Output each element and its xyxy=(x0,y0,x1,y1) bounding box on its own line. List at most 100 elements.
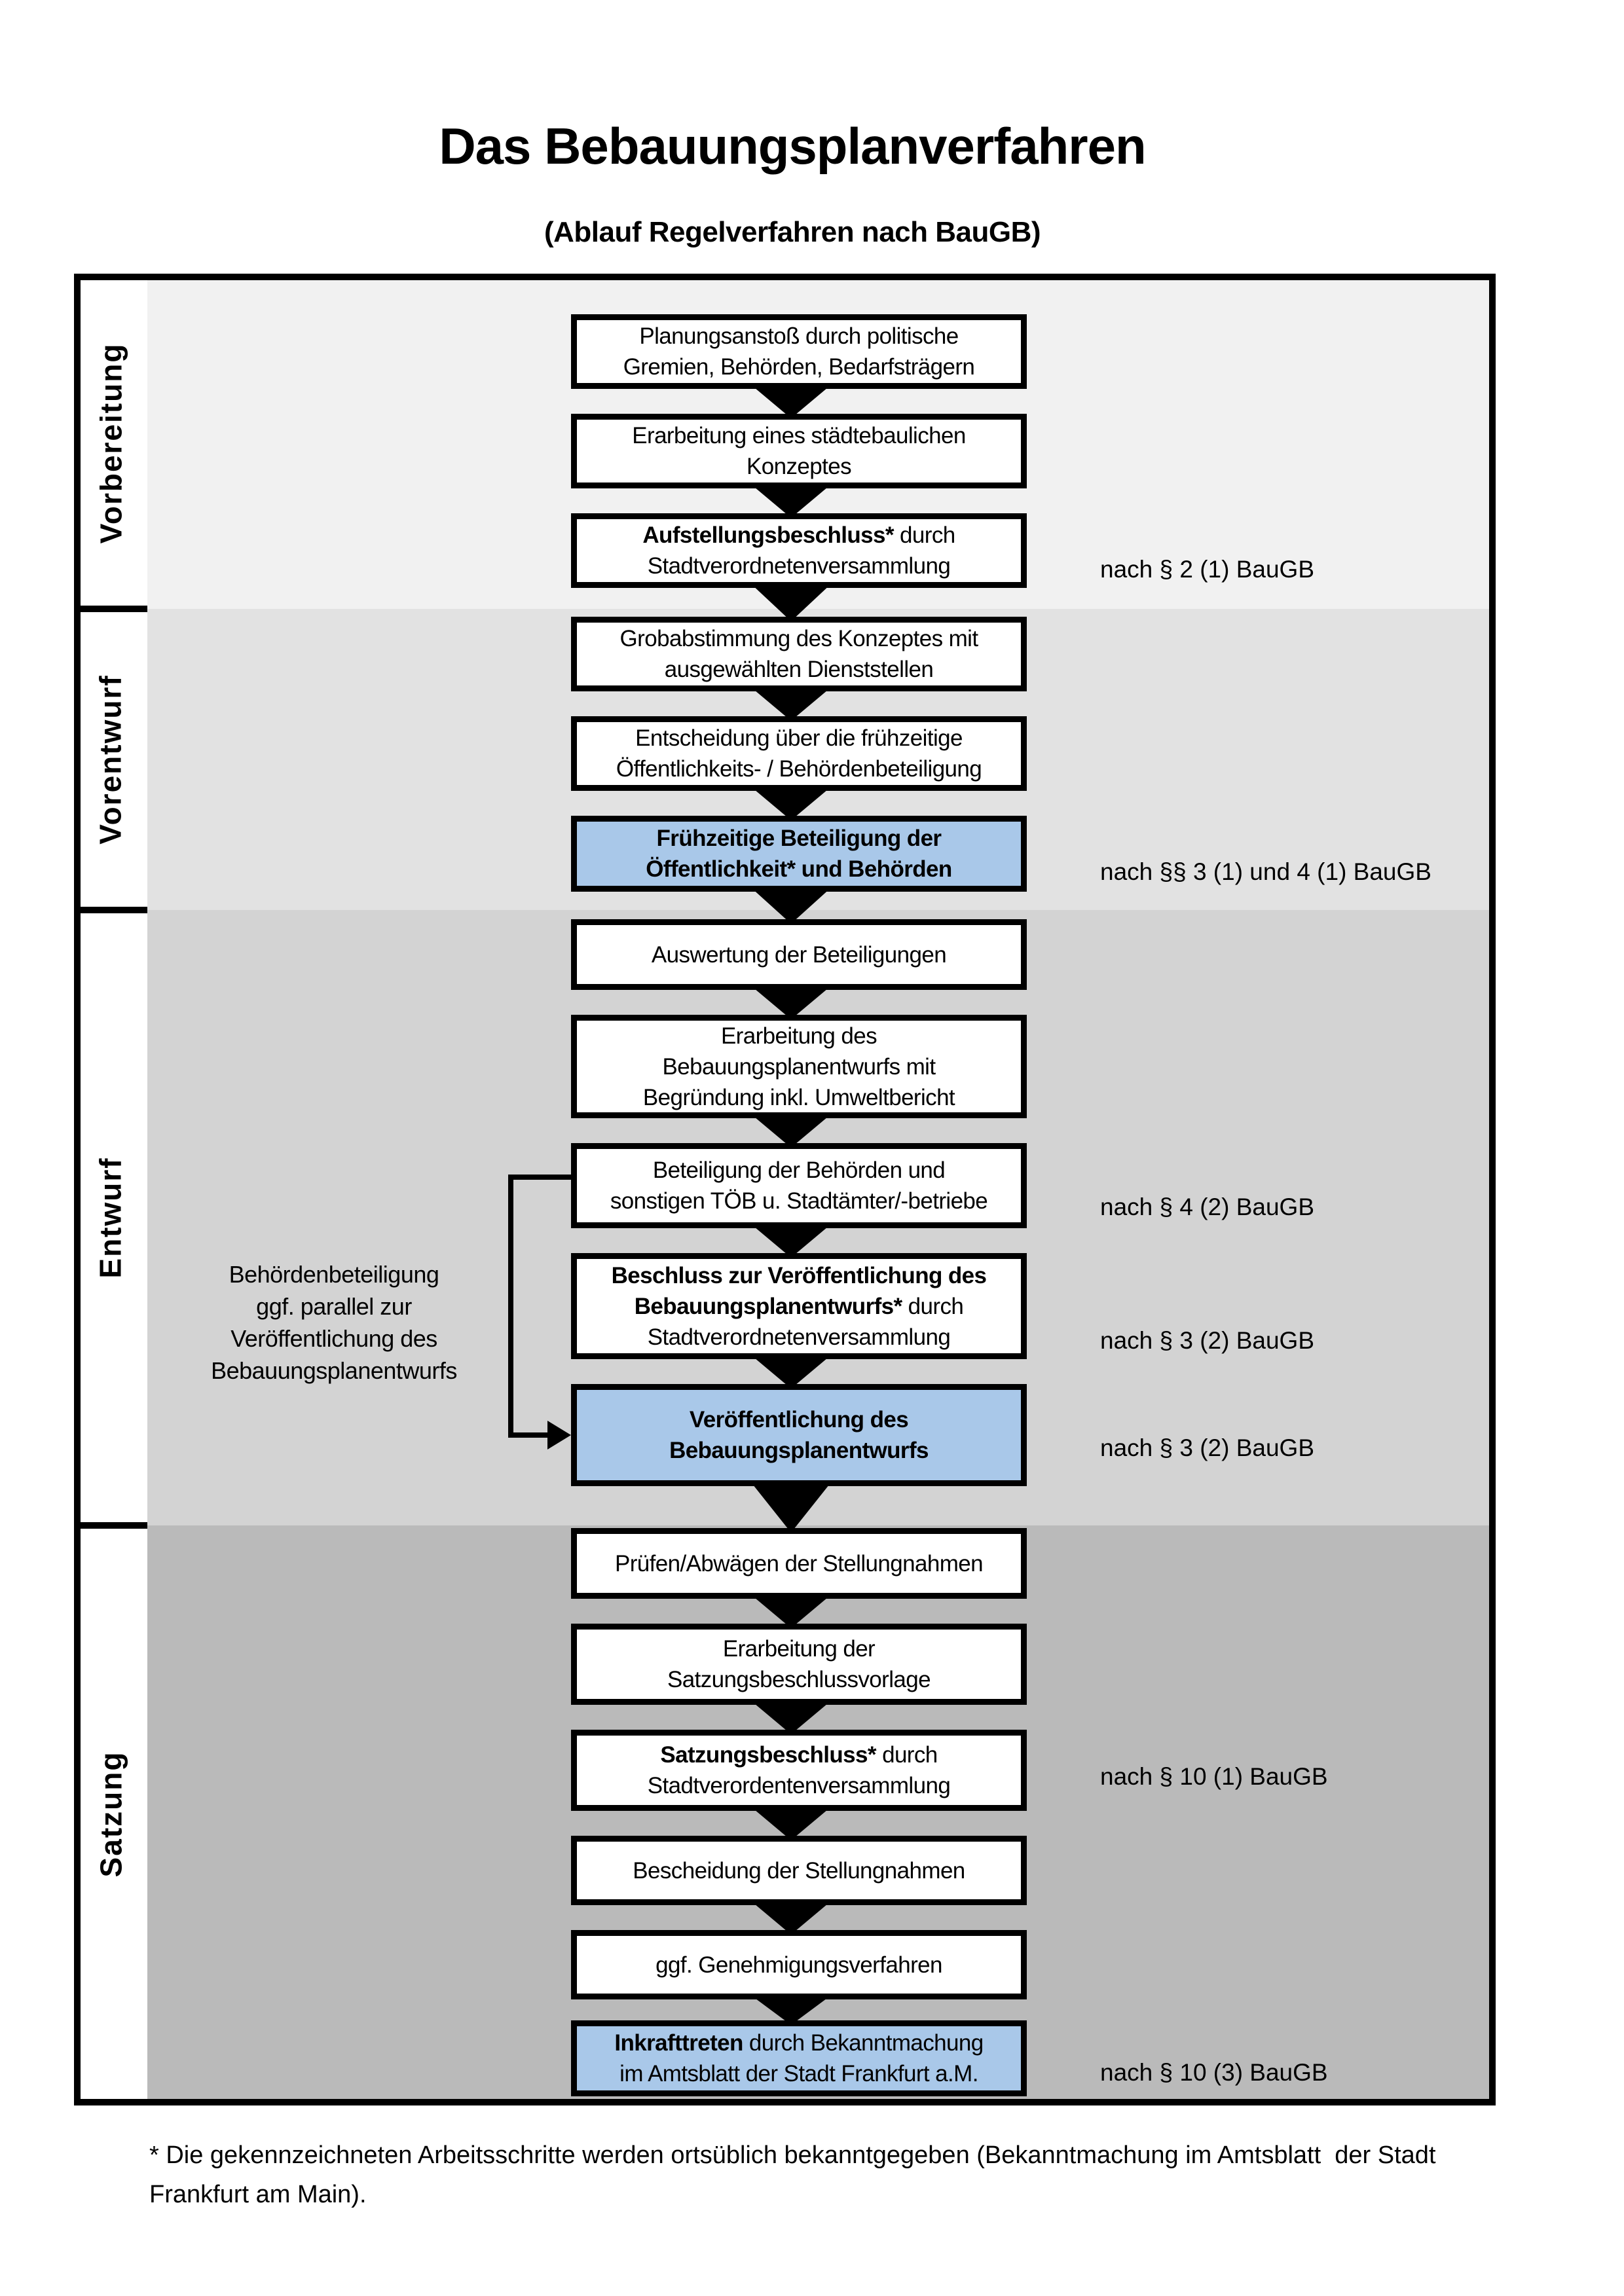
process-step-line: im Amtsblatt der Stadt Frankfurt a.M. xyxy=(619,2058,978,2089)
process-step-line: Beschluss zur Veröffentlichung des xyxy=(612,1260,987,1291)
law-reference: nach § 3 (2) BauGB xyxy=(1100,1327,1315,1354)
connector-bottom-segment xyxy=(508,1432,549,1438)
flow-arrow-down-icon xyxy=(750,1995,832,2025)
footnote-line-2: Frankfurt am Main). xyxy=(149,2181,367,2208)
process-step-text: Planungsanstoß durch politische xyxy=(639,323,959,349)
flow-arrow-down-icon xyxy=(750,887,832,924)
flow-arrow-down-icon xyxy=(750,786,832,820)
process-step-text: Stadtverordnetenversammlung xyxy=(647,1324,951,1350)
process-step-line: Stadtverordnetenversammlung xyxy=(647,551,951,581)
flow-arrow-down-icon xyxy=(750,1700,832,1734)
phase-label-vorbereitung: Vorbereitung xyxy=(81,280,141,606)
side-note-line: Behördenbeteiligung xyxy=(229,1261,439,1288)
process-step-line: Stadtverordnetenversammlung xyxy=(647,1322,951,1353)
phase-label-text: Satzung xyxy=(94,1751,128,1877)
flow-arrow-down-icon xyxy=(750,583,832,621)
page-subtitle: (Ablauf Regelverfahren nach BauGB) xyxy=(544,216,1041,248)
process-step-line: Planungsanstoß durch politische xyxy=(639,321,959,352)
process-step-text: Gremien, Behörden, Bedarfsträgern xyxy=(623,354,975,380)
process-step-line: Grobabstimmung des Konzeptes mit xyxy=(620,623,979,654)
process-step-box-12: Prüfen/Abwägen der Stellungnahmen xyxy=(571,1528,1027,1599)
process-step-text: Aufstellungsbeschluss* xyxy=(642,522,894,548)
process-step-text: Bebauungsplanentwurfs xyxy=(669,1438,929,1463)
process-step-line: Prüfen/Abwägen der Stellungnahmen xyxy=(615,1548,984,1579)
law-reference: nach § 3 (2) BauGB xyxy=(1100,1434,1315,1461)
law-reference: nach § 10 (1) BauGB xyxy=(1100,1763,1328,1790)
process-step-line: Begründung inkl. Umweltbericht xyxy=(643,1082,955,1113)
process-step-text: ggf. Genehmigungsverfahren xyxy=(655,1952,942,1978)
phase-label-text: Entwurf xyxy=(94,1157,128,1279)
footnote: * Die gekennzeichneten Arbeitsschritte w… xyxy=(149,2136,1511,2214)
law-reference: nach § 10 (3) BauGB xyxy=(1100,2059,1328,2086)
process-step-box-16: ggf. Genehmigungsverfahren xyxy=(571,1930,1027,1999)
flow-arrow-down-icon xyxy=(750,1594,832,1628)
process-step-text: Konzeptes xyxy=(747,454,852,479)
flow-arrow-down-icon xyxy=(750,1114,832,1148)
process-step-line: Erarbeitung der xyxy=(723,1633,876,1664)
process-step-text: Erarbeitung des xyxy=(720,1023,877,1049)
process-step-text: durch Bekanntmachung xyxy=(743,2030,984,2056)
flow-arrow-down-icon xyxy=(750,1355,832,1389)
process-step-line: Satzungsbeschluss* durch xyxy=(660,1740,938,1770)
phase-separator xyxy=(81,907,147,913)
flow-arrow-down-icon xyxy=(750,1482,832,1533)
process-step-line: Stadtverordentenversammlung xyxy=(648,1770,951,1801)
side-note-line: ggf. parallel zur xyxy=(256,1293,412,1320)
phase-label-satzung: Satzung xyxy=(81,1529,141,2099)
process-step-text: Beteiligung der Behörden und xyxy=(652,1157,946,1183)
flow-arrow-down-icon xyxy=(750,1806,832,1840)
process-step-text: Auswertung der Beteiligungen xyxy=(651,941,947,968)
process-step-line: Bebauungsplanentwurfs mit xyxy=(663,1051,936,1082)
process-step-text: Veröffentlichung des xyxy=(689,1407,909,1432)
law-reference: nach §§ 3 (1) und 4 (1) BauGB xyxy=(1100,858,1431,885)
process-step-line: ausgewählten Dienststellen xyxy=(665,654,934,685)
phase-label-vorentwurf: Vorentwurf xyxy=(81,612,141,907)
process-step-line: Auswertung der Beteiligungen xyxy=(651,939,947,970)
process-step-text: Stadtverordnetenversammlung xyxy=(647,553,951,579)
phase-separator xyxy=(81,1522,147,1529)
connector-vertical-segment xyxy=(508,1175,513,1438)
process-step-text: Prüfen/Abwägen der Stellungnahmen xyxy=(615,1550,984,1576)
side-note-line: Veröffentlichung des xyxy=(231,1325,437,1352)
process-step-text: Öffentlichkeit* und Behörden xyxy=(646,856,952,882)
side-note-line: Bebauungsplanentwurfs xyxy=(211,1357,457,1384)
process-step-text: durch xyxy=(876,1742,938,1768)
process-step-text: Öffentlichkeits- / Behördenbeteiligung xyxy=(616,756,982,782)
process-step-box-9: Beteiligung der Behörden und sonstigen TÖ… xyxy=(571,1143,1027,1228)
process-step-text: im Amtsblatt der Stadt Frankfurt a.M. xyxy=(619,2061,978,2086)
law-reference: nach § 2 (1) BauGB xyxy=(1100,556,1315,583)
phase-label-text: Vorbereitung xyxy=(94,342,128,543)
process-step-text: Satzungsbeschluss* xyxy=(660,1742,876,1768)
process-step-text: Inkrafttreten xyxy=(614,2030,743,2056)
process-step-line: Beteiligung der Behörden und xyxy=(652,1155,946,1186)
process-step-text: durch xyxy=(902,1293,964,1319)
flow-arrow-down-icon xyxy=(750,384,832,418)
process-step-line: Entscheidung über die frühzeitige xyxy=(635,723,963,754)
flow-arrow-down-icon xyxy=(750,687,832,721)
process-step-line: Erarbeitung des xyxy=(721,1021,877,1051)
process-step-text: Erarbeitung eines städtebaulichen xyxy=(632,423,966,448)
process-step-line: Öffentlichkeit* und Behörden xyxy=(646,854,952,884)
phase-label-entwurf: Entwurf xyxy=(81,913,141,1522)
process-step-line: sonstigen TÖB u. Stadtämter/-betriebe xyxy=(610,1186,988,1216)
page-title: Das Bebauungsplanverfahren xyxy=(439,117,1146,175)
process-step-line: Konzeptes xyxy=(747,451,852,482)
process-step-text: Bescheidung der Stellungnahmen xyxy=(633,1857,965,1884)
process-step-line: Satzungsbeschlussvorlage xyxy=(667,1664,931,1695)
process-step-line: Veröffentlichung des xyxy=(689,1404,909,1435)
process-step-text: Bebauungsplanentwurfs mit xyxy=(662,1053,936,1080)
law-reference: nach § 4 (2) BauGB xyxy=(1100,1194,1315,1220)
phase-label-text: Vorentwurf xyxy=(94,674,128,845)
process-step-box-15: Bescheidung der Stellungnahmen xyxy=(571,1836,1027,1905)
